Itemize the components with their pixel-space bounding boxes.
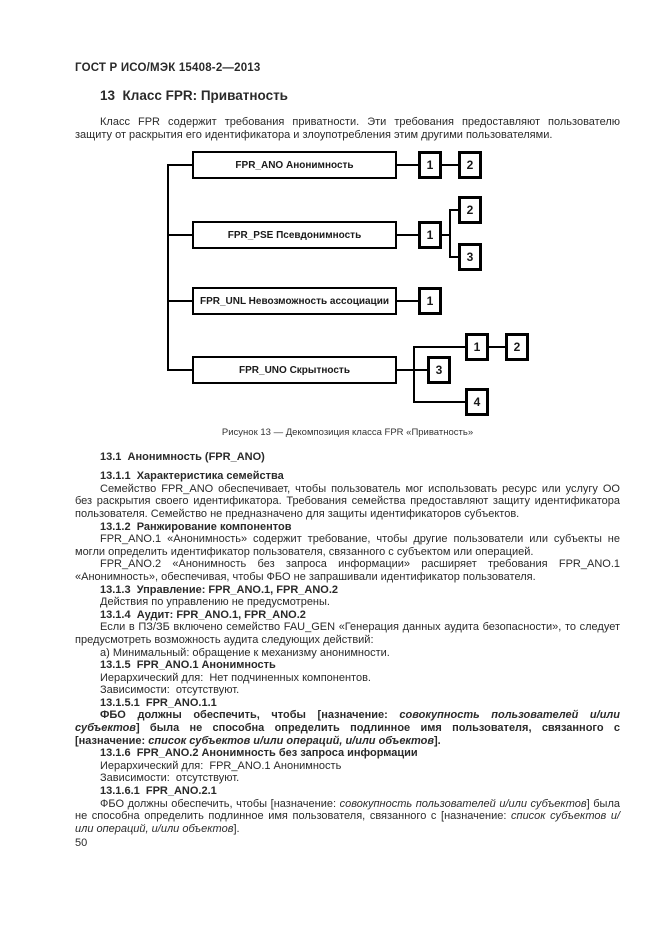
requirement-text-segment: ФБО должны обеспечить, чтобы [назначение… <box>100 797 340 810</box>
component-number: 1 <box>426 158 434 173</box>
component-number: 2 <box>466 158 474 173</box>
component-number: 2 <box>513 340 521 355</box>
heading-13-1-1: 13.1.1 Характеристика семейства <box>100 470 284 483</box>
requirement-fpr-ano-1-1: ФБО должны обеспечить, чтобы [назначение… <box>75 709 620 747</box>
assignment-value: список субъектов и/или операций, и/или о… <box>148 734 435 747</box>
assignment-value: совокупность пользователей и/или субъект… <box>75 709 620 735</box>
connector-line <box>397 300 418 303</box>
connector-line <box>397 234 418 237</box>
family-box-label: FPR_ANO Анонимность <box>235 159 354 171</box>
requirement-text-segment: ] была не способна определить подлинное … <box>75 722 620 747</box>
paragraph-ranking-ano1: FPR_ANO.1 «Анонимность» содержит требова… <box>75 533 620 558</box>
component-number: 1 <box>473 340 481 355</box>
connector-line <box>413 401 465 404</box>
connector-line <box>167 300 192 303</box>
component-box-fpr-ano-2: 2 <box>458 151 482 180</box>
connector-line <box>413 346 415 404</box>
heading-13-1: 13.1 Анонимность (FPR_ANO) <box>100 451 265 464</box>
family-box-fpr-unl: FPR_UNL Невозможность ассоциации <box>192 287 397 316</box>
component-number: 2 <box>466 203 474 218</box>
component-number: 1 <box>426 294 434 309</box>
heading-13-1-2: 13.1.2 Ранжирование компонентов <box>100 520 292 533</box>
connector-line <box>167 164 169 372</box>
paragraph-family-characteristics: Семейство FPR_ANO обеспечивает, чтобы по… <box>75 482 620 520</box>
assignment-value: совокупность пользователей и/или субъект… <box>339 797 587 810</box>
family-box-label: FPR_UNL Невозможность ассоциации <box>199 295 390 307</box>
heading-13-1-4: 13.1.4 Аудит: FPR_ANO.1, FPR_ANO.2 <box>100 608 306 621</box>
paragraph-audit-item-a: а) Минимальный: обращение к механизму ан… <box>100 646 390 659</box>
figure-13-diagram: FPR_ANO Анонимность 1 2 FPR_PSE Псевдони… <box>75 147 620 419</box>
component-number: 1 <box>426 228 434 243</box>
connector-line <box>442 164 458 167</box>
connector-line <box>167 164 192 167</box>
component-box-fpr-pse-2: 2 <box>458 196 482 225</box>
requirement-text-segment: ФБО должны обеспечить, чтобы [назначение… <box>100 709 400 722</box>
family-box-fpr-pse: FPR_PSE Псевдонимность <box>192 221 397 250</box>
page-content: ГОСТ Р ИСО/МЭК 15408-2—2013 13 Класс FPR… <box>75 62 620 835</box>
assignment-value: список субъектов и/или операций, и/или о… <box>75 810 621 835</box>
connector-line <box>413 346 465 349</box>
connector-line <box>449 209 451 259</box>
component-box-fpr-uno-4: 4 <box>465 388 489 417</box>
document-header: ГОСТ Р ИСО/МЭК 15408-2—2013 <box>75 62 261 74</box>
component-number: 3 <box>466 250 474 265</box>
connector-line <box>397 164 418 167</box>
component-box-fpr-uno-3: 3 <box>427 356 451 385</box>
heading-13-1-3: 13.1.3 Управление: FPR_ANO.1, FPR_ANO.2 <box>100 583 339 596</box>
paragraph-management: Действия по управлению не предусмотрены. <box>100 596 330 609</box>
family-box-fpr-ano: FPR_ANO Анонимность <box>192 151 397 180</box>
family-box-label: FPR_PSE Псевдонимность <box>227 229 362 241</box>
family-box-fpr-uno: FPR_UNO Скрытность <box>192 356 397 385</box>
component-box-fpr-unl-1: 1 <box>418 287 442 316</box>
section-title: 13 Класс FPR: Приватность <box>100 88 288 103</box>
component-number: 4 <box>473 395 481 410</box>
connector-line <box>167 234 192 237</box>
component-box-fpr-pse-3: 3 <box>458 243 482 272</box>
component-box-fpr-uno-2: 2 <box>505 333 529 362</box>
heading-13-1-6: 13.1.6 FPR_ANO.2 Анонимность без запроса… <box>100 747 418 760</box>
heading-13-1-6-1: 13.1.6.1 FPR_ANO.2.1 <box>100 785 217 798</box>
component-box-fpr-ano-1: 1 <box>418 151 442 180</box>
paragraph-dependencies-ano2: Зависимости: отсутствуют. <box>100 772 240 785</box>
connector-line <box>167 369 192 372</box>
paragraph-ranking-ano2: FPR_ANO.2 «Анонимность без запроса инфор… <box>75 558 620 583</box>
connector-line <box>442 234 449 237</box>
page-number: 50 <box>75 837 88 849</box>
paragraph-hierarchical-ano1: Иерархический для: Нет подчиненных компо… <box>100 671 371 684</box>
figure-caption: Рисунок 13 — Декомпозиция класса FPR «Пр… <box>221 427 474 439</box>
heading-13-1-5-1: 13.1.5.1 FPR_ANO.1.1 <box>100 696 217 709</box>
intro-paragraph: Класс FPR содержит требования приватност… <box>75 116 620 141</box>
connector-line <box>489 346 505 349</box>
paragraph-hierarchical-ano2: Иерархический для: FPR_ANO.1 Анонимность <box>100 759 342 772</box>
component-number: 3 <box>435 363 443 378</box>
requirement-text-segment: ] была не способна определить подлинное … <box>75 797 620 823</box>
component-box-fpr-uno-1: 1 <box>465 333 489 362</box>
family-box-label: FPR_UNO Скрытность <box>239 364 350 376</box>
requirement-fpr-ano-2-1: ФБО должны обеспечить, чтобы [назначение… <box>75 798 620 836</box>
component-box-fpr-pse-1: 1 <box>418 221 442 250</box>
connector-line <box>449 209 458 212</box>
heading-13-1-5: 13.1.5 FPR_ANO.1 Анонимность <box>100 659 276 672</box>
connector-line <box>449 256 458 259</box>
connector-line <box>397 369 427 372</box>
requirement-text-segment: ]. <box>434 734 441 747</box>
paragraph-audit: Если в ПЗ/ЗБ включено семейство FAU_GEN … <box>75 621 620 646</box>
paragraph-dependencies-ano1: Зависимости: отсутствуют. <box>100 684 240 697</box>
requirement-text-segment: ]. <box>233 822 240 835</box>
